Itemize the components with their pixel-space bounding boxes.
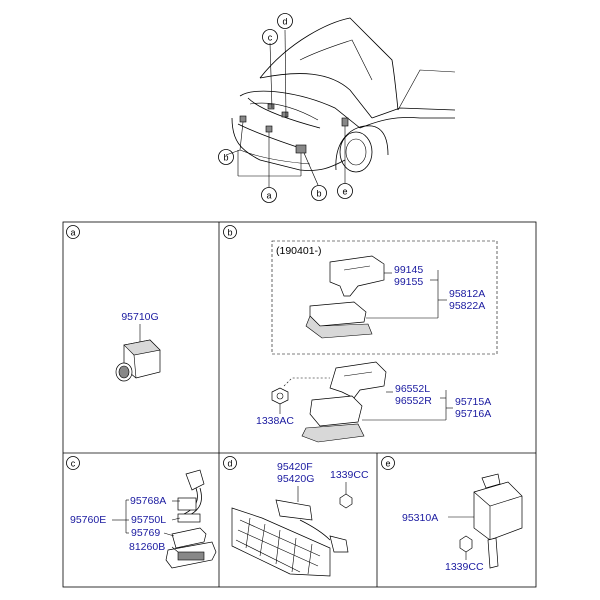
camera-module-illustration <box>165 527 217 569</box>
part-number-96552L: 96552L <box>395 383 430 395</box>
part-number-95710G: 95710G <box>121 311 158 323</box>
part-number-95310A: 95310A <box>402 512 438 524</box>
callout-b-right: b <box>311 185 327 201</box>
panel-tag-d: d <box>223 456 237 470</box>
svg-text:e: e <box>342 187 347 197</box>
callout-b-left: b <box>218 149 234 165</box>
panel-grid <box>62 221 537 588</box>
part-number-99155: 99155 <box>394 276 423 288</box>
part-number-95812A: 95812A <box>449 288 485 300</box>
svg-text:b: b <box>223 153 228 163</box>
grille-illustration <box>231 507 331 577</box>
part-number-95420G: 95420G <box>277 473 314 485</box>
part-number-1339CC-e: 1339CC <box>445 561 484 573</box>
part-number-1338AC: 1338AC <box>256 415 294 427</box>
sensor-unit-illustration <box>301 395 365 443</box>
svg-text:c: c <box>71 459 76 469</box>
parking-sensor-illustration <box>115 339 161 382</box>
bracket-illustration <box>329 361 387 399</box>
svg-text:b: b <box>227 228 232 238</box>
part-number-95760E: 95760E <box>70 514 106 526</box>
bracket-illustration-new <box>329 255 385 297</box>
part-number-99145: 99145 <box>394 264 423 276</box>
sensor-unit-illustration-new <box>305 301 373 339</box>
part-number-95716A: 95716A <box>455 408 491 420</box>
part-number-95420F: 95420F <box>277 461 313 473</box>
panel-tag-b: b <box>223 225 237 239</box>
callout-e: e <box>337 183 353 199</box>
panel-e: 95310A 1339CC <box>402 473 523 573</box>
variant-date: (190401-) <box>276 245 322 257</box>
part-number-95769: 95769 <box>131 527 160 539</box>
svg-text:b: b <box>316 189 321 199</box>
panel-tag-e: e <box>381 456 395 470</box>
callout-c: c <box>262 29 278 45</box>
screw-illustration-d <box>339 493 353 509</box>
part-number-95768A: 95768A <box>130 495 166 507</box>
part-number-81260B: 81260B <box>129 541 165 553</box>
svg-text:d: d <box>227 459 232 469</box>
bracket-illustration-c <box>177 497 201 523</box>
panel-tag-c: c <box>66 456 80 470</box>
panel-a: 95710G <box>115 311 161 382</box>
panel-tag-a: a <box>66 225 80 239</box>
svg-text:c: c <box>268 33 273 43</box>
control-unit-illustration <box>473 473 523 569</box>
panel-d: 95420F 95420G 1339CC <box>231 461 369 577</box>
svg-text:d: d <box>282 17 287 27</box>
screw-illustration-e <box>459 535 473 553</box>
panel-c: 95768A 95760E 95750L 95769 81260B <box>70 469 217 569</box>
part-number-95715A: 95715A <box>455 396 491 408</box>
part-number-95750L: 95750L <box>131 514 166 526</box>
car-overview: a b b c d e <box>218 13 456 203</box>
svg-text:a: a <box>70 228 75 238</box>
callout-d: d <box>277 13 293 29</box>
part-number-96552R: 96552R <box>395 395 432 407</box>
part-number-95822A: 95822A <box>449 300 485 312</box>
part-number-1339CC-d: 1339CC <box>330 469 369 481</box>
svg-text:e: e <box>385 459 390 469</box>
bolt-illustration <box>271 387 289 405</box>
panel-b: (190401-) 99145 99155 95812A 95822A <box>256 240 498 443</box>
callout-a: a <box>261 187 277 203</box>
svg-text:a: a <box>266 191 271 201</box>
camera-bracket-illustration <box>275 499 349 553</box>
